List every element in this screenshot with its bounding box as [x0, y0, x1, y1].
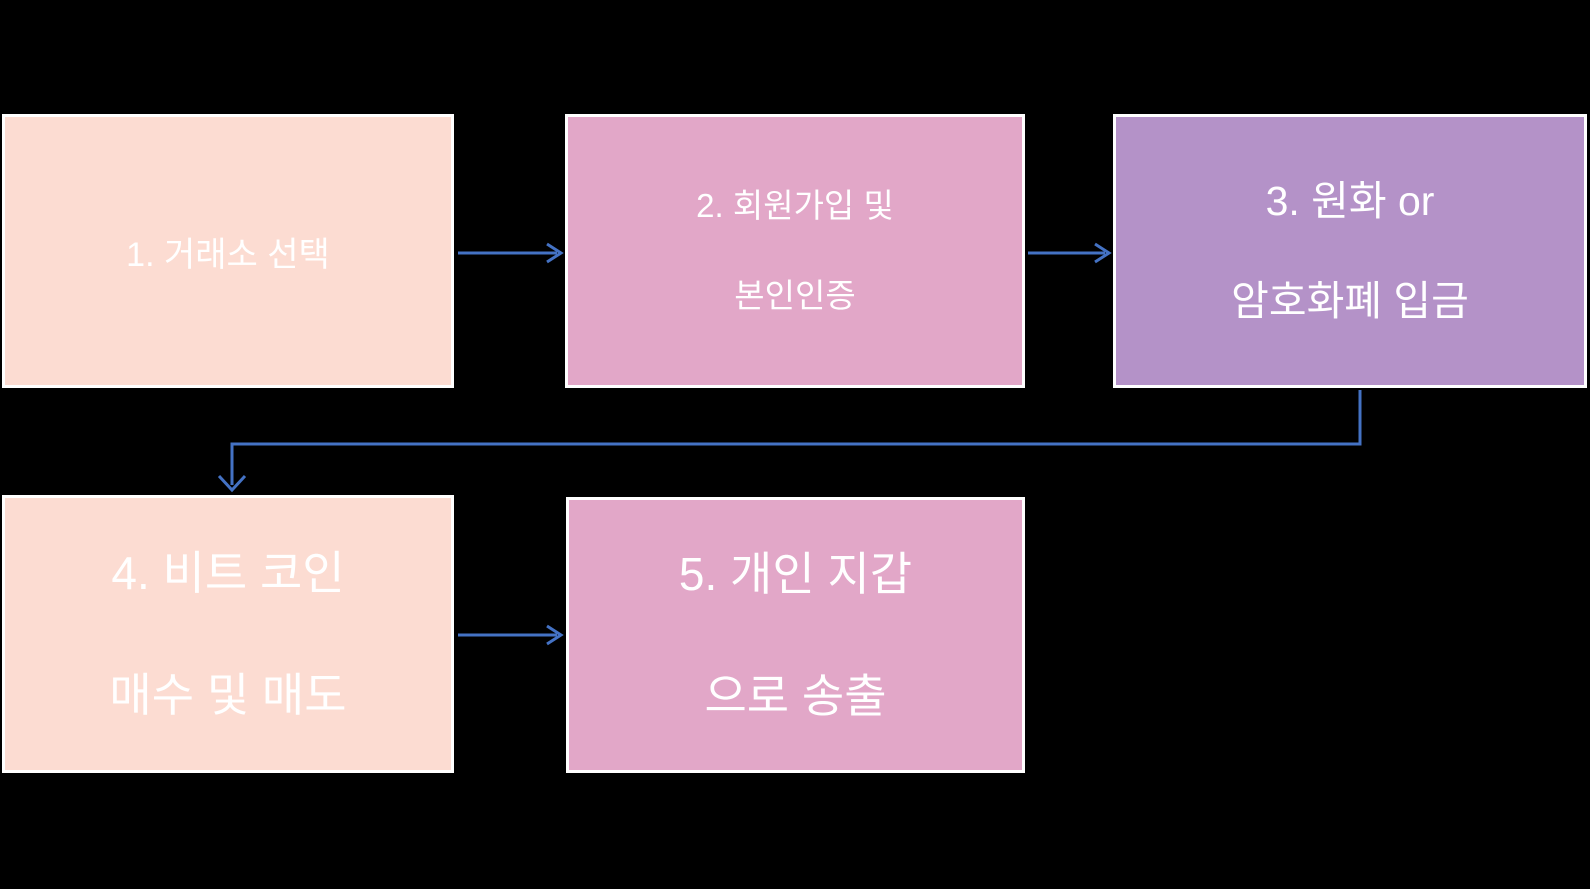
arrow-step2-to-step3 [1028, 242, 1112, 264]
step-2-label-line2: 본인인증 [734, 277, 856, 314]
step-3-label-line1: 3. 원화 or [1265, 178, 1435, 224]
step-2-label-line1: 2. 회원가입 및 [696, 187, 894, 224]
arrow-step4-to-step5 [458, 624, 564, 646]
step-3-label-line2: 암호화폐 입금 [1231, 278, 1469, 324]
step-4-label-line2: 매수 및 매도 [109, 669, 347, 721]
step-5-label-line1: 5. 개인 지갑 [678, 548, 913, 600]
step-box-3-deposit: 3. 원화 or 암호화폐 입금 [1113, 114, 1587, 388]
arrow-step1-to-step2 [458, 242, 564, 264]
step-5-label-line2: 으로 송출 [704, 670, 887, 722]
step-4-label-line1: 4. 비트 코인 [111, 547, 345, 599]
step-box-2-signup-verification: 2. 회원가입 및 본인인증 [565, 114, 1025, 388]
step-box-1-exchange-selection: 1. 거래소 선택 [2, 114, 454, 388]
step-box-4-bitcoin-buy-sell: 4. 비트 코인 매수 및 매도 [2, 495, 454, 773]
step-1-label: 1. 거래소 선택 [126, 235, 330, 274]
arrow-step3-to-step4 [217, 390, 1362, 493]
step-box-5-send-to-wallet: 5. 개인 지갑 으로 송출 [566, 497, 1025, 773]
